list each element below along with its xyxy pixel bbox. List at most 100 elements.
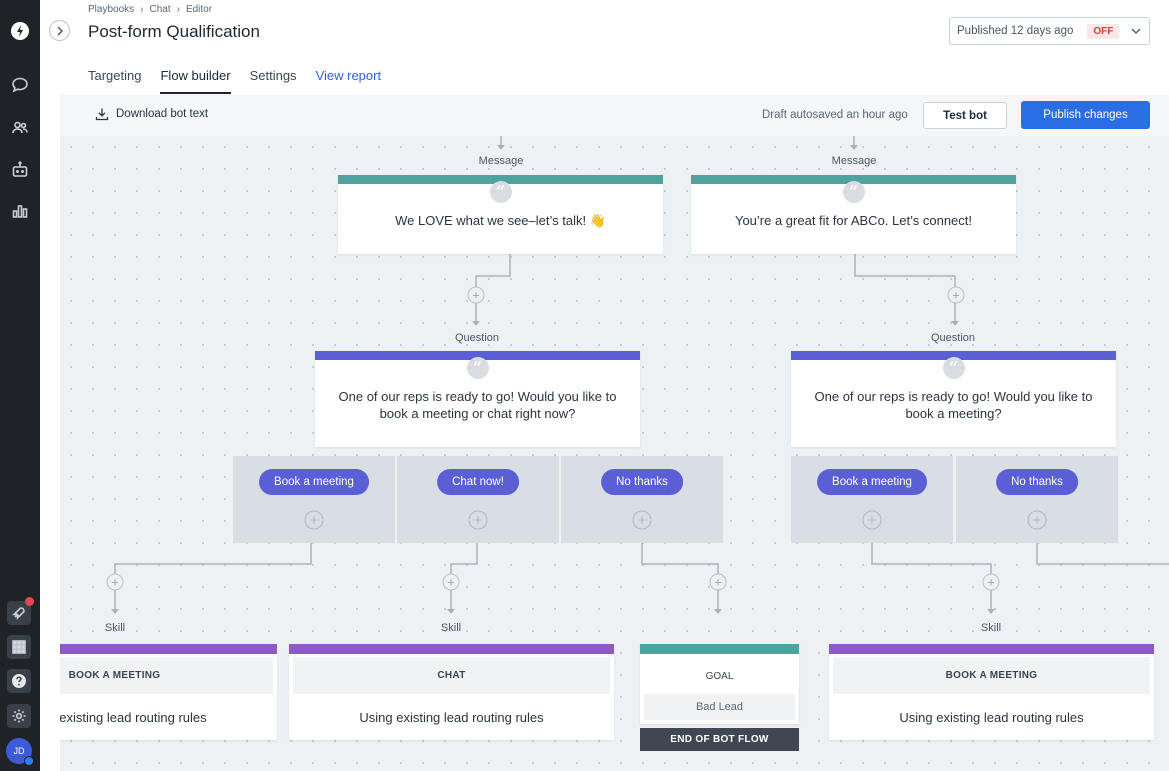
quote-icon: “ <box>489 181 512 203</box>
verified-badge <box>24 756 34 766</box>
tab-bar: Targeting Flow builder Settings View rep… <box>88 68 400 94</box>
tab-flow-builder[interactable]: Flow builder <box>160 68 231 94</box>
breadcrumb-chat[interactable]: Chat <box>149 4 171 15</box>
add-step-plus-icon[interactable]: + <box>106 573 124 591</box>
publish-status-dropdown[interactable]: Published 12 days ago OFF <box>949 17 1150 45</box>
message-text: We LOVE what we see–let’s talk! 👋 <box>395 213 606 228</box>
skill-node-label: Skill <box>440 622 462 634</box>
status-badge: OFF <box>1087 23 1120 39</box>
avatar-initials: JD <box>13 746 25 756</box>
skill-node-label: Skill <box>980 622 1002 634</box>
breadcrumb-editor: Editor <box>185 4 213 15</box>
notification-dot <box>25 597 34 606</box>
breadcrumb-separator-icon: › <box>140 4 144 15</box>
quote-icon: “ <box>842 181 865 203</box>
option-book-meeting-button[interactable]: Book a meeting <box>817 469 927 495</box>
bot-icon[interactable] <box>8 158 32 182</box>
message-node-label: Message <box>831 155 877 167</box>
option-no-thanks-button[interactable]: No thanks <box>996 469 1078 495</box>
tab-targeting[interactable]: Targeting <box>88 68 142 83</box>
answer-option: Book a meeting + <box>233 456 395 543</box>
skill-title: CHAT <box>293 657 610 694</box>
question-node-label: Question <box>454 332 500 344</box>
download-bot-text-button[interactable]: Download bot text <box>95 107 208 121</box>
question-node[interactable]: “ One of our reps is ready to go! Would … <box>791 351 1116 447</box>
skill-node[interactable]: BOOK A MEETING Using existing lead routi… <box>60 644 277 740</box>
add-step-plus-icon[interactable]: + <box>982 573 1000 591</box>
skill-node[interactable]: BOOK A MEETING Using existing lead routi… <box>829 644 1154 740</box>
question-bar <box>315 351 640 360</box>
chevron-down-icon <box>1131 25 1141 37</box>
add-step-plus-icon[interactable]: + <box>304 510 324 530</box>
question-bar <box>791 351 1116 360</box>
settings-gear-icon[interactable] <box>7 704 31 728</box>
flow-canvas[interactable]: Message “ We LOVE what we see–let’s talk… <box>60 136 1169 771</box>
skill-bar <box>289 644 614 654</box>
user-avatar[interactable]: JD <box>6 738 34 766</box>
test-bot-button[interactable]: Test bot <box>923 102 1007 129</box>
tab-view-report[interactable]: View report <box>315 68 382 83</box>
logo-icon[interactable] <box>8 19 32 43</box>
skill-bar <box>829 644 1154 654</box>
skill-node-label: Skill <box>104 622 126 634</box>
answer-option: Chat now! + <box>397 456 559 543</box>
option-book-meeting-button[interactable]: Book a meeting <box>259 469 369 495</box>
message-node-label: Message <box>478 155 524 167</box>
apps-grid-icon[interactable] <box>7 635 31 659</box>
reports-icon[interactable] <box>8 199 32 223</box>
chevron-right-icon <box>57 26 63 35</box>
add-step-plus-icon[interactable]: + <box>862 510 882 530</box>
quote-icon: “ <box>942 357 965 379</box>
option-chat-now-button[interactable]: Chat now! <box>437 469 519 495</box>
answer-option: No thanks + <box>561 456 723 543</box>
add-step-plus-icon[interactable]: + <box>709 573 727 591</box>
publish-changes-button[interactable]: Publish changes <box>1021 101 1150 129</box>
add-step-plus-icon[interactable]: + <box>1027 510 1047 530</box>
download-label: Download bot text <box>116 108 209 120</box>
status-text: Published 12 days ago <box>957 25 1074 37</box>
goal-bar <box>640 644 799 654</box>
end-of-flow-badge: END OF BOT FLOW <box>640 728 799 751</box>
goal-node[interactable]: GOAL Bad Lead <box>640 644 799 724</box>
collapse-sidebar-button[interactable] <box>49 20 70 41</box>
add-step-plus-icon[interactable]: + <box>632 510 652 530</box>
breadcrumb: Playbooks › Chat › Editor <box>88 4 212 15</box>
quote-icon: “ <box>466 357 489 379</box>
add-step-plus-icon[interactable]: + <box>467 286 485 304</box>
option-no-thanks-button[interactable]: No thanks <box>601 469 683 495</box>
download-icon <box>95 108 109 121</box>
page-title: Post-form Qualification <box>88 22 260 41</box>
answer-option: Book a meeting + <box>791 456 953 543</box>
help-icon[interactable] <box>7 669 31 693</box>
builder-toolbar: Download bot text Draft autosaved an hou… <box>60 95 1169 136</box>
message-node[interactable]: “ You’re a great fit for ABCo. Let’s con… <box>691 175 1016 254</box>
skill-title: BOOK A MEETING <box>833 657 1150 694</box>
skill-node[interactable]: CHAT Using existing lead routing rules <box>289 644 614 740</box>
message-bar <box>338 175 663 184</box>
people-icon[interactable] <box>8 116 32 140</box>
skill-description: Using existing lead routing rules <box>899 710 1084 725</box>
question-node-label: Question <box>930 332 976 344</box>
message-node[interactable]: “ We LOVE what we see–let’s talk! 👋 <box>338 175 663 254</box>
skill-title: BOOK A MEETING <box>60 657 273 694</box>
tab-settings[interactable]: Settings <box>249 68 297 83</box>
autosave-status: Draft autosaved an hour ago <box>762 109 908 121</box>
skill-bar <box>60 644 277 654</box>
answer-option: No thanks + <box>956 456 1118 543</box>
left-rail: JD <box>0 0 40 771</box>
skill-description: Using existing lead routing rules <box>60 710 207 725</box>
message-text: You’re a great fit for ABCo. Let’s conne… <box>734 213 973 228</box>
goal-value: Bad Lead <box>644 694 795 720</box>
message-bar <box>691 175 1016 184</box>
question-node[interactable]: “ One of our reps is ready to go! Would … <box>315 351 640 447</box>
chat-icon[interactable] <box>8 73 32 97</box>
breadcrumb-playbooks[interactable]: Playbooks <box>88 4 135 15</box>
add-step-plus-icon[interactable]: + <box>442 573 460 591</box>
breadcrumb-separator-icon: › <box>176 4 180 15</box>
goal-title: GOAL <box>705 671 734 682</box>
skill-description: Using existing lead routing rules <box>359 710 544 725</box>
question-text: One of our reps is ready to go! Would yo… <box>814 389 1093 421</box>
add-step-plus-icon[interactable]: + <box>947 286 965 304</box>
add-step-plus-icon[interactable]: + <box>468 510 488 530</box>
question-text: One of our reps is ready to go! Would yo… <box>338 389 617 421</box>
